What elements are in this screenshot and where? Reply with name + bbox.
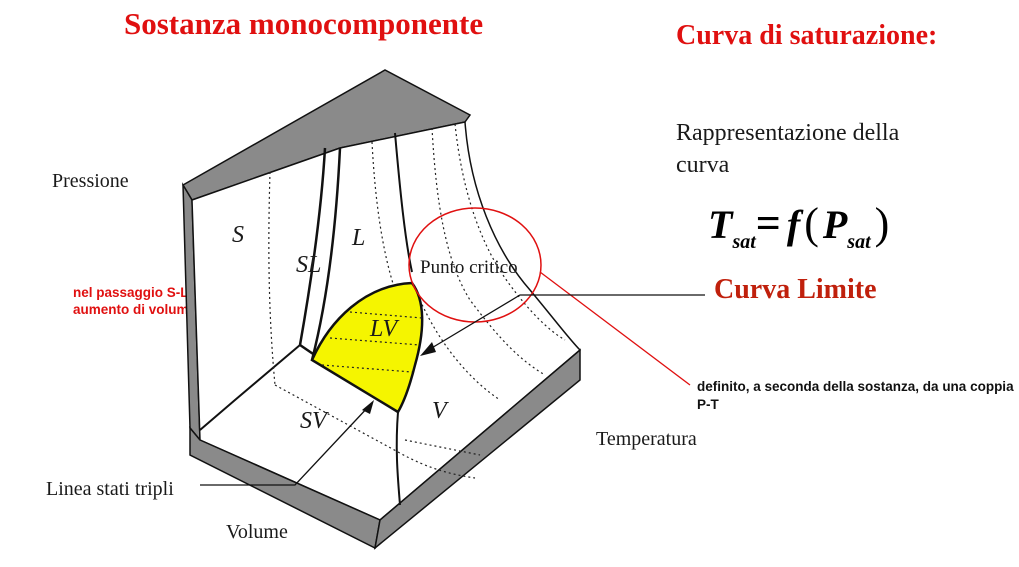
curva-limite-arrowhead: [420, 342, 436, 356]
note-pointer-line: [539, 271, 691, 386]
region-label-sl: SL: [296, 252, 322, 278]
curva-limite-label: Curva Limite: [714, 274, 877, 305]
surface-right-edge: [373, 348, 581, 550]
formula-T: T: [708, 202, 733, 247]
formula-P-subscript: sat: [847, 231, 871, 253]
triple-line-arrow-line: [200, 404, 371, 486]
liquid-boundary-line: [310, 147, 342, 361]
representation-text-line2: curva: [676, 152, 730, 178]
isotherm-3: [431, 127, 546, 376]
surface-bottom-edge: [189, 425, 381, 550]
region-label-s: S: [232, 222, 244, 248]
triple-line-arrowhead: [362, 400, 374, 414]
region-label-v: V: [432, 398, 447, 424]
axis-label-pressione: Pressione: [52, 170, 129, 192]
lv-tie-line-3: [321, 364, 413, 373]
vapor-boundary: [395, 411, 401, 506]
lv-dome: [310, 281, 424, 414]
isotherm-1: [268, 171, 276, 386]
region-label-l: L: [352, 225, 366, 251]
main-title: Sostanza monocomponente: [124, 6, 484, 41]
axis-label-temperatura: Temperatura: [596, 428, 697, 450]
side-title: Curva di saturazione:: [676, 20, 938, 51]
note-pressure-temperature: definito, a seconda della sostanza, da u…: [697, 379, 1014, 412]
axis-label-volume: Volume: [226, 521, 288, 543]
solid-boundary-line: [298, 147, 327, 346]
curva-limite-arrow-line: [424, 294, 705, 353]
isotherm-6: [419, 299, 501, 401]
region-label-lv: LV: [370, 316, 398, 342]
formula-equals: =: [755, 199, 781, 248]
triple-line-left: [199, 344, 301, 431]
isotherm-4: [454, 123, 566, 341]
formula-open-paren: (: [804, 199, 819, 248]
formula-P: P: [822, 202, 848, 247]
formula-f: f: [786, 202, 801, 247]
isotherm-2: [371, 141, 396, 291]
lv-tie-line-1: [329, 337, 421, 346]
lv-tie-line-2: [349, 311, 423, 319]
representation-text-line1: Rappresentazione della: [676, 120, 900, 146]
label-linea-stati-tripli: Linea stati tripli: [46, 478, 174, 500]
formula-close-paren: ): [874, 199, 890, 248]
saturation-formula: Tsat=f(Psat): [708, 198, 889, 254]
isotherm-5: [274, 384, 476, 479]
label-punto-critico: Punto critico: [420, 257, 518, 278]
region-label-sv: SV: [300, 408, 327, 434]
formula-T-subscript: sat: [732, 231, 756, 253]
